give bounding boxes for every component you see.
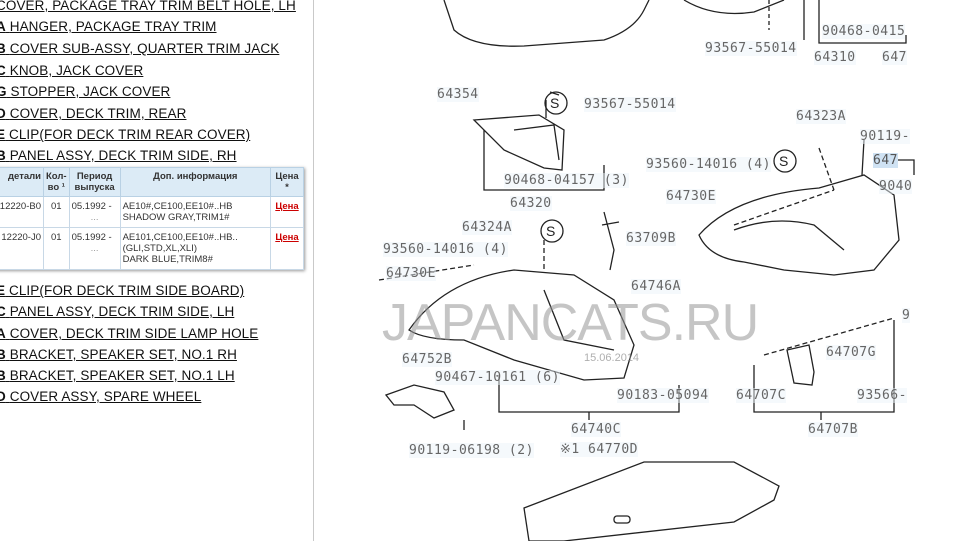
part-link[interactable]: B COVER SUB-ASSY, QUARTER TRIM JACK: [0, 41, 280, 56]
diagram-drawing: S S S: [378, 0, 915, 541]
part-link[interactable]: D COVER ASSY, SPARE WHEEL: [0, 389, 202, 404]
callout-label[interactable]: 64730E: [666, 189, 716, 204]
period: 05.1992 -...: [68, 196, 121, 228]
callout-label[interactable]: 63709B: [626, 231, 676, 246]
price-link[interactable]: Цена: [275, 201, 299, 212]
callout-label[interactable]: 93567-55014: [705, 41, 797, 56]
part-link[interactable]: B PANEL ASSY, DECK TRIM SIDE, RH: [0, 148, 237, 163]
callout-label[interactable]: 64740C: [571, 422, 621, 437]
callout-label[interactable]: 90119-06198 (2): [409, 443, 534, 458]
callout-label[interactable]: 93560-14016 (4): [383, 242, 508, 257]
part-link[interactable]: A COVER, DECK TRIM SIDE LAMP HOLE: [0, 326, 259, 341]
s-marker-icon: [540, 219, 564, 243]
callout-label[interactable]: 93567-55014: [584, 97, 676, 112]
col-qty: Кол-во ¹: [43, 167, 70, 197]
callout-label[interactable]: 9040: [879, 179, 913, 194]
package-tray-shape: [443, 0, 650, 47]
part-link[interactable]: C PANEL ASSY, DECK TRIM SIDE, LH: [0, 304, 235, 319]
callout-label[interactable]: 90183-05094: [617, 388, 709, 403]
part-link[interactable]: COVER, PACKAGE TRAY TRIM BELT HOLE, LH: [0, 0, 296, 13]
callout-label[interactable]: 64324A: [462, 220, 512, 235]
s-marker-icon: [544, 91, 568, 115]
price-cell: Цена: [270, 196, 304, 228]
price-cell: Цена: [270, 227, 304, 270]
part-link[interactable]: B BRACKET, SPEAKER SET, NO.1 LH: [0, 368, 235, 383]
info: AE101,CE100,EE10#..HB..(GLI,STD,XL,XLI)D…: [119, 227, 272, 270]
rh-side-panel-shape: [698, 174, 900, 276]
part-link[interactable]: D COVER, DECK TRIM, REAR: [0, 106, 187, 121]
callout-label[interactable]: 64310: [814, 50, 856, 65]
callout-label[interactable]: 64707B: [808, 422, 858, 437]
part-link[interactable]: B BRACKET, SPEAKER SET, NO.1 RH: [0, 347, 237, 362]
callout-label-selected[interactable]: 647: [873, 153, 898, 168]
callout-label[interactable]: 64752B: [402, 352, 452, 367]
jack-cover-shape: [472, 114, 565, 171]
callout-label[interactable]: 64707G: [826, 345, 876, 360]
part-number: 12220-B0: [0, 196, 44, 228]
callout-label[interactable]: 90119-: [860, 129, 910, 144]
table-header-row: детали Кол-во ¹ Период выпуска Доп. инфо…: [0, 167, 304, 197]
tray-part-shape: [683, 0, 785, 15]
callout-label[interactable]: 93560-14016 (4): [646, 157, 771, 172]
lh-side-panel-shape: [408, 269, 635, 381]
panel-divider: [313, 0, 314, 541]
callout-label[interactable]: 64730E: [386, 266, 436, 281]
s-marker-text: S: [550, 95, 559, 111]
part-variants-table: детали Кол-во ¹ Период выпуска Доп. инфо…: [0, 167, 304, 270]
callout-label[interactable]: 90468-04157 (3): [504, 173, 629, 188]
table-row: 12220-J0 01 05.1992 -... AE101,CE100,EE1…: [0, 227, 304, 270]
callout-label[interactable]: ※1 64770D: [560, 442, 639, 457]
part-link[interactable]: C KNOB, JACK COVER: [0, 63, 144, 78]
callout-label[interactable]: 90468-0415: [822, 24, 906, 39]
col-info: Доп. информация: [119, 167, 272, 197]
s-marker-icon: [773, 149, 797, 173]
table-row: 12220-B0 01 05.1992 -... AE10#,CE100,EE1…: [0, 196, 304, 228]
part-link[interactable]: E CLIP(FOR DECK TRIM SIDE BOARD): [0, 283, 245, 298]
callout-label[interactable]: 90467-10161 (6): [435, 370, 560, 385]
callout-label[interactable]: 64320: [510, 196, 552, 211]
qty: 01: [43, 196, 70, 228]
price-link[interactable]: Цена: [275, 232, 299, 243]
qty: 01: [43, 227, 70, 270]
callout-label[interactable]: 93566-: [857, 388, 907, 403]
part-link[interactable]: G STOPPER, JACK COVER: [0, 84, 171, 99]
spare-wheel-cover-shape: [523, 461, 780, 541]
s-marker-text: S: [779, 153, 788, 169]
col-part-number: детали: [0, 167, 44, 197]
watermark: JAPANCATS.RU: [382, 294, 759, 352]
callout-label[interactable]: 64354: [437, 87, 479, 102]
callout-label[interactable]: 64707C: [736, 388, 786, 403]
col-period: Период выпуска: [68, 167, 121, 197]
parts-diagram: S S S JAPANCATS.RU 15.06.2014 93567-5501…: [314, 0, 960, 541]
parts-list-panel: COVER, PACKAGE TRAY TRIM BELT HOLE, LH A…: [0, 0, 312, 541]
part-number: 12220-J0: [0, 227, 44, 270]
callout-label[interactable]: 647: [882, 50, 907, 65]
part-link[interactable]: E CLIP(FOR DECK TRIM REAR COVER): [0, 127, 251, 142]
part-link[interactable]: A HANGER, PACKAGE TRAY TRIM: [0, 19, 217, 34]
callout-label[interactable]: 64323A: [796, 109, 846, 124]
watermark-date: 15.06.2014: [584, 352, 640, 364]
col-price: Цена *: [270, 167, 304, 197]
period: 05.1992 -...: [68, 227, 121, 270]
callout-label[interactable]: 64746A: [631, 279, 681, 294]
speaker-bracket-shape: [384, 384, 455, 419]
callout-label[interactable]: 9: [902, 308, 911, 323]
s-marker-text: S: [546, 223, 555, 239]
